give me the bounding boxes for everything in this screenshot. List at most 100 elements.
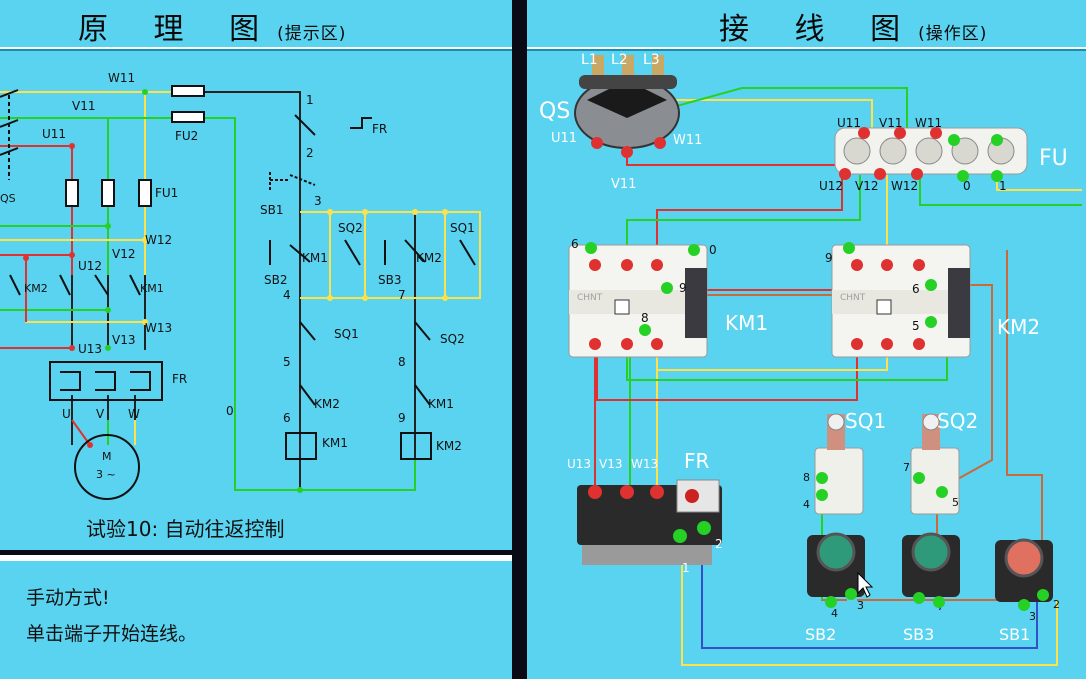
schem-motor-m: M bbox=[102, 450, 112, 463]
wiring-l3: L3 bbox=[643, 52, 660, 68]
fu-terminal-0[interactable] bbox=[957, 170, 969, 182]
km1-terminal-6[interactable] bbox=[585, 242, 597, 254]
km1-contactor[interactable]: CHNT bbox=[568, 244, 708, 358]
km1-terminal-0[interactable] bbox=[688, 244, 700, 256]
fr-terminal-1[interactable] bbox=[673, 529, 687, 543]
hint-top-border bbox=[0, 555, 512, 561]
fu-terminal-v12[interactable] bbox=[874, 168, 886, 180]
km1-terminal-v12[interactable] bbox=[621, 259, 633, 271]
sb2-label-4: 4 bbox=[831, 607, 838, 620]
wiring-sq1-label: SQ1 bbox=[845, 409, 886, 433]
schem-node-0: 0 bbox=[226, 404, 234, 418]
fr-thermal-relay[interactable] bbox=[577, 479, 722, 565]
schem-yellow-nodes bbox=[142, 209, 448, 325]
hint-panel: 手动方式! 单击端子开始连线。 bbox=[0, 555, 512, 679]
wiring-diagram[interactable]: L1 L2 L3 QS U11 W11 V11 FU U11 V11 W11 U… bbox=[527, 0, 1086, 679]
qs-rotary-switch[interactable] bbox=[574, 55, 680, 149]
wiring-fu-w11: W11 bbox=[915, 116, 942, 130]
schem-node-3: 3 bbox=[314, 194, 322, 208]
sq1-terminal-4[interactable] bbox=[816, 489, 828, 501]
km2-terminal-v13[interactable] bbox=[881, 338, 893, 350]
fu-terminals[interactable] bbox=[839, 127, 1003, 182]
sb3-terminal-7[interactable] bbox=[933, 596, 945, 608]
wiring-title: 接 线 图(操作区) bbox=[719, 12, 988, 47]
qs-terminal-w11[interactable] bbox=[654, 137, 666, 149]
schem-node-5: 5 bbox=[283, 355, 291, 369]
sb1-terminal-2[interactable] bbox=[1037, 589, 1049, 601]
fu-terminal-top-5[interactable] bbox=[991, 134, 1003, 146]
wiring-wires bbox=[594, 87, 1082, 666]
km2-terminal-w13[interactable] bbox=[913, 338, 925, 350]
sb2-terminal-4[interactable] bbox=[825, 596, 837, 608]
fu-fuse-block[interactable] bbox=[834, 127, 1028, 175]
sq2-terminal-7[interactable] bbox=[913, 472, 925, 484]
schem-km1-main-label: KM1 bbox=[140, 282, 164, 295]
fu-terminal-u12[interactable] bbox=[839, 168, 851, 180]
sb1-push-button[interactable] bbox=[995, 538, 1053, 602]
qs-terminals[interactable] bbox=[591, 137, 666, 158]
km2-terminal-w12[interactable] bbox=[913, 259, 925, 271]
km2-contactor[interactable]: CHNT bbox=[831, 244, 971, 358]
km1-terminal-u13[interactable] bbox=[589, 338, 601, 350]
sb3-push-button[interactable] bbox=[902, 532, 960, 597]
fu-terminal-w11[interactable] bbox=[930, 127, 942, 139]
qs-terminal-v11[interactable] bbox=[621, 146, 633, 158]
schem-v11: V11 bbox=[72, 99, 95, 113]
km1-terminal-w12[interactable] bbox=[651, 259, 663, 271]
km1-terminal-w13[interactable] bbox=[651, 338, 663, 350]
km2-terminal-9[interactable] bbox=[843, 242, 855, 254]
sq2-limit-switch[interactable] bbox=[910, 413, 960, 515]
km2-terminal-6[interactable] bbox=[925, 279, 937, 291]
sq2-terminal-5[interactable] bbox=[936, 486, 948, 498]
schem-w13: W13 bbox=[145, 321, 172, 335]
km1-terminal-9[interactable] bbox=[661, 282, 673, 294]
fu-terminal-w12[interactable] bbox=[911, 168, 923, 180]
fr-terminal-2[interactable] bbox=[697, 521, 711, 535]
km1-terminal-u12[interactable] bbox=[589, 259, 601, 271]
km2-terminal-v12[interactable] bbox=[881, 259, 893, 271]
schem-sq1-label: SQ1 bbox=[334, 327, 359, 341]
schem-w11: W11 bbox=[108, 71, 135, 85]
km2-label-9: 9 bbox=[825, 251, 833, 265]
sq1-terminals[interactable] bbox=[816, 472, 828, 501]
qs-terminal-u11[interactable] bbox=[591, 137, 603, 149]
fr-terminal-w13[interactable] bbox=[650, 485, 664, 499]
km1-label-0: 0 bbox=[709, 243, 717, 257]
fu-terminal-v11[interactable] bbox=[894, 127, 906, 139]
wiring-panel[interactable]: 接 线 图(操作区) bbox=[527, 0, 1086, 679]
wiring-sb3-label: SB3 bbox=[903, 625, 934, 644]
km2-terminal-5[interactable] bbox=[925, 316, 937, 328]
sb3-terminal-left[interactable] bbox=[913, 592, 925, 604]
schem-km1-hold-label: KM1 bbox=[302, 251, 328, 265]
wiring-qs-w11: W11 bbox=[673, 133, 702, 148]
schem-motor-phase: 3 ~ bbox=[96, 468, 116, 481]
schem-km1-coil-label: KM1 bbox=[322, 436, 348, 450]
sb2-terminal-3[interactable] bbox=[845, 588, 857, 600]
fr-terminal-v13[interactable] bbox=[620, 485, 634, 499]
schem-sb2-label: SB2 bbox=[264, 273, 287, 287]
km1-terminals[interactable] bbox=[585, 242, 700, 350]
button-terminals[interactable] bbox=[825, 588, 1049, 611]
km2-terminals[interactable] bbox=[843, 242, 937, 350]
fr-terminal-u13[interactable] bbox=[588, 485, 602, 499]
schem-node-6: 6 bbox=[283, 411, 291, 425]
km2-terminal-u13[interactable] bbox=[851, 338, 863, 350]
sq2-terminals[interactable] bbox=[913, 472, 948, 498]
wiring-sb2-label: SB2 bbox=[805, 625, 836, 644]
schem-node-4: 4 bbox=[283, 288, 291, 302]
schematic-title-bar: 原 理 图(提示区) bbox=[0, 0, 512, 49]
km1-terminal-8[interactable] bbox=[639, 324, 651, 336]
fr-terminals[interactable] bbox=[588, 485, 711, 543]
sb2-push-button[interactable] bbox=[807, 532, 865, 597]
sb1-terminal-3[interactable] bbox=[1018, 599, 1030, 611]
schem-km2-hold-label: KM2 bbox=[416, 251, 442, 265]
schem-sq2-label: SQ2 bbox=[440, 332, 465, 346]
sq1-terminal-8[interactable] bbox=[816, 472, 828, 484]
fu-terminal-1[interactable] bbox=[991, 170, 1003, 182]
km1-terminal-v13[interactable] bbox=[621, 338, 633, 350]
fu-terminal-u11[interactable] bbox=[858, 127, 870, 139]
fu-terminal-top-4[interactable] bbox=[948, 134, 960, 146]
km2-terminal-u12[interactable] bbox=[851, 259, 863, 271]
schem-fu1-label: FU1 bbox=[155, 186, 178, 200]
schem-fr-contact-label: FR bbox=[372, 122, 387, 136]
